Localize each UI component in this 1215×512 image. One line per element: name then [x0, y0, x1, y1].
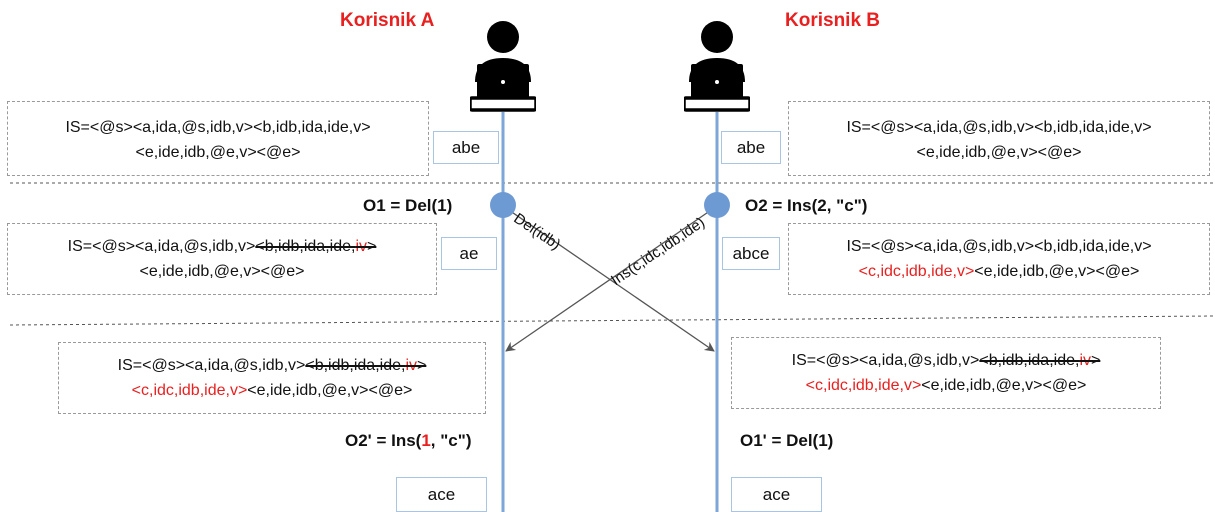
op-node-a — [490, 192, 516, 218]
arrow-del-to-b — [502, 205, 715, 352]
is-box-b0: IS=<@s><a,ida,@s,idb,v><b,idb,ida,ide,v>… — [788, 101, 1210, 176]
op-label-o2: O2 = Ins(2, "c") — [745, 196, 868, 215]
is-box-b2: IS=<@s><a,ida,@s,idb,v><b,idb,ida,ide,iv… — [731, 337, 1161, 409]
op-label-o1-prime: O1' = Del(1) — [740, 431, 834, 450]
is-line-2: <c,idc,idb,ide,v><e,ide,idb,@e,v><@e> — [858, 263, 1140, 280]
state-box-a1: ae — [441, 237, 497, 270]
is-line-2: <c,idc,idb,ide,v><e,ide,idb,@e,v><@e> — [805, 377, 1087, 394]
arrow-ins-to-a — [505, 205, 718, 352]
is-box-b1: IS=<@s><a,ida,@s,idb,v><b,idb,ida,ide,v>… — [788, 223, 1210, 295]
user-a-title: Korisnik A — [340, 10, 435, 31]
state-box-b1: abce — [722, 237, 780, 270]
is-box-a2: IS=<@s><a,ida,@s,idb,v><b,idb,ida,ide,iv… — [58, 342, 486, 414]
op-node-b — [704, 192, 730, 218]
is-line-1: IS=<@s><a,ida,@s,idb,v><b,idb,ida,ide,iv… — [117, 357, 427, 374]
op-label-o2-prime: O2' = Ins(1, "c") — [345, 431, 472, 450]
deleted-element: <b,idb,ida,ide,iv> — [305, 357, 427, 374]
op-label-o1: O1 = Del(1) — [363, 196, 453, 215]
is-line-2: <e,ide,idb,@e,v><@e> — [135, 144, 301, 161]
state-box-a2: ace — [396, 477, 487, 512]
is-line-1: IS=<@s><a,ida,@s,idb,v><b,idb,ida,ide,v> — [65, 119, 371, 136]
state-box-b2: ace — [731, 477, 822, 512]
state-box-b0: abe — [721, 131, 781, 164]
separator-line-2 — [9, 315, 1215, 326]
is-line-1: IS=<@s><a,ida,@s,idb,v><b,idb,ida,ide,iv… — [791, 352, 1101, 369]
is-line-2: <c,idc,idb,ide,v><e,ide,idb,@e,v><@e> — [131, 382, 413, 399]
is-line-1: IS=<@s><a,ida,@s,idb,v><b,idb,ida,ide,iv… — [67, 238, 377, 255]
is-box-a1: IS=<@s><a,ida,@s,idb,v><b,idb,ida,ide,iv… — [7, 223, 437, 295]
state-box-a0: abe — [433, 131, 499, 164]
user-at-laptop-icon — [470, 21, 536, 112]
deleted-element: <b,idb,ida,ide,iv> — [255, 238, 377, 255]
user-b-title: Korisnik B — [785, 10, 881, 31]
is-box-a0: IS=<@s><a,ida,@s,idb,v><b,idb,ida,ide,v>… — [7, 101, 429, 176]
deleted-element: <b,idb,ida,ide,iv> — [979, 352, 1101, 369]
is-line-2: <e,ide,idb,@e,v><@e> — [139, 263, 305, 280]
is-line-1: IS=<@s><a,ida,@s,idb,v><b,idb,ida,ide,v> — [846, 238, 1152, 255]
user-at-laptop-icon — [684, 21, 750, 112]
is-line-2: <e,ide,idb,@e,v><@e> — [916, 144, 1082, 161]
is-line-1: IS=<@s><a,ida,@s,idb,v><b,idb,ida,ide,v> — [846, 119, 1152, 136]
